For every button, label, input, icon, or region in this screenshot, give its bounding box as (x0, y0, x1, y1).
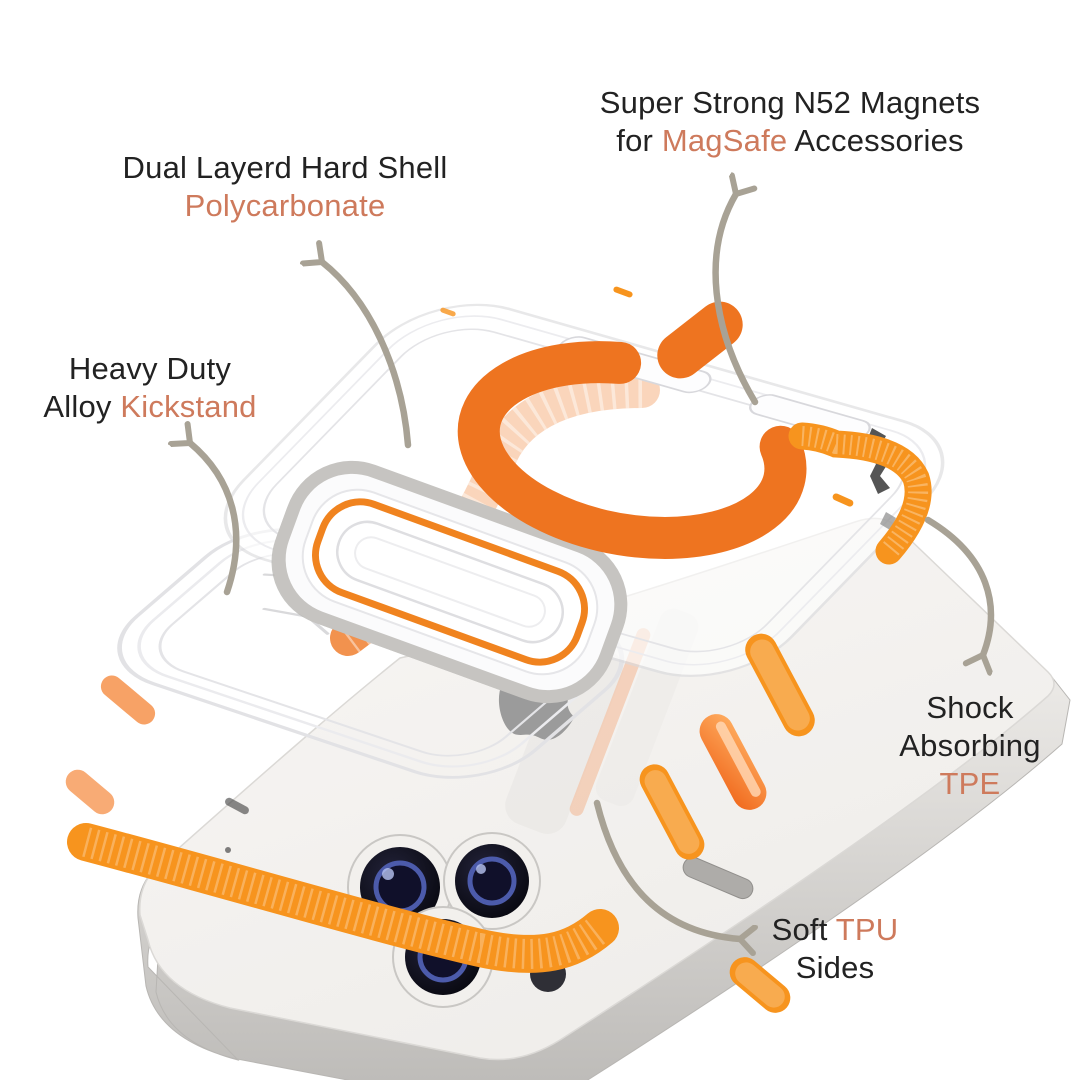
tpu-line1: Soft TPU (771, 912, 899, 947)
kickstand-line2: Alloy Kickstand (43, 389, 257, 424)
shell-line1: Dual Layerd Hard Shell (122, 150, 448, 185)
arrow-to-shell-label (322, 262, 412, 449)
annotation-tpu: Soft TPU Sides (728, 911, 942, 987)
kickstand-highlight: Kickstand (120, 389, 257, 424)
kickstand-line1: Heavy Duty (68, 351, 232, 386)
arrow-to-tpu-label (593, 799, 740, 939)
magnets-line2: for MagSafe Accessories (616, 123, 964, 158)
tpu-line2: Sides (795, 950, 875, 985)
tpe-line2: Absorbing (899, 728, 1041, 763)
camera-kickstand-frame (271, 460, 628, 704)
magsafe-highlight: MagSafe (661, 123, 788, 158)
frame-orange-outline (312, 498, 588, 666)
tpu-highlight: TPU (835, 912, 899, 947)
tpe-corner-strip (788, 422, 932, 565)
magnets-line1: Super Strong N52 Magnets (599, 85, 981, 120)
polycarbonate-highlight: Polycarbonate (184, 188, 386, 223)
case-edge-orange-marks (440, 286, 854, 507)
phone-side-button (682, 856, 754, 900)
tpe-pad (729, 957, 791, 1013)
tpu-side-strip (67, 823, 619, 973)
arrow-to-tpe-label (924, 516, 995, 655)
tpe-highlight: TPE (939, 766, 1001, 801)
annotation-arrows (190, 194, 995, 939)
arrow-to-magnets-label (712, 194, 759, 406)
tpe-rail-pads (639, 422, 932, 1013)
annotation-shell: Dual Layerd Hard Shell Polycarbonate (90, 149, 480, 225)
arrow-to-kickstand-label (190, 443, 240, 596)
mic-dot (225, 847, 231, 853)
tpe-corner-wedges (65, 675, 156, 815)
camera-lens (443, 832, 541, 930)
mute-switch-slot (225, 797, 249, 815)
tpe-pad (639, 764, 705, 860)
annotation-magnets: Super Strong N52 Magnets for MagSafe Acc… (555, 84, 1025, 160)
case-orange-button (699, 714, 767, 810)
annotation-kickstand: Heavy Duty Alloy Kickstand (18, 350, 282, 426)
tpe-pad (745, 633, 815, 737)
annotation-tpe: Shock Absorbing TPE (878, 689, 1062, 803)
tpe-line1: Shock (926, 690, 1014, 725)
